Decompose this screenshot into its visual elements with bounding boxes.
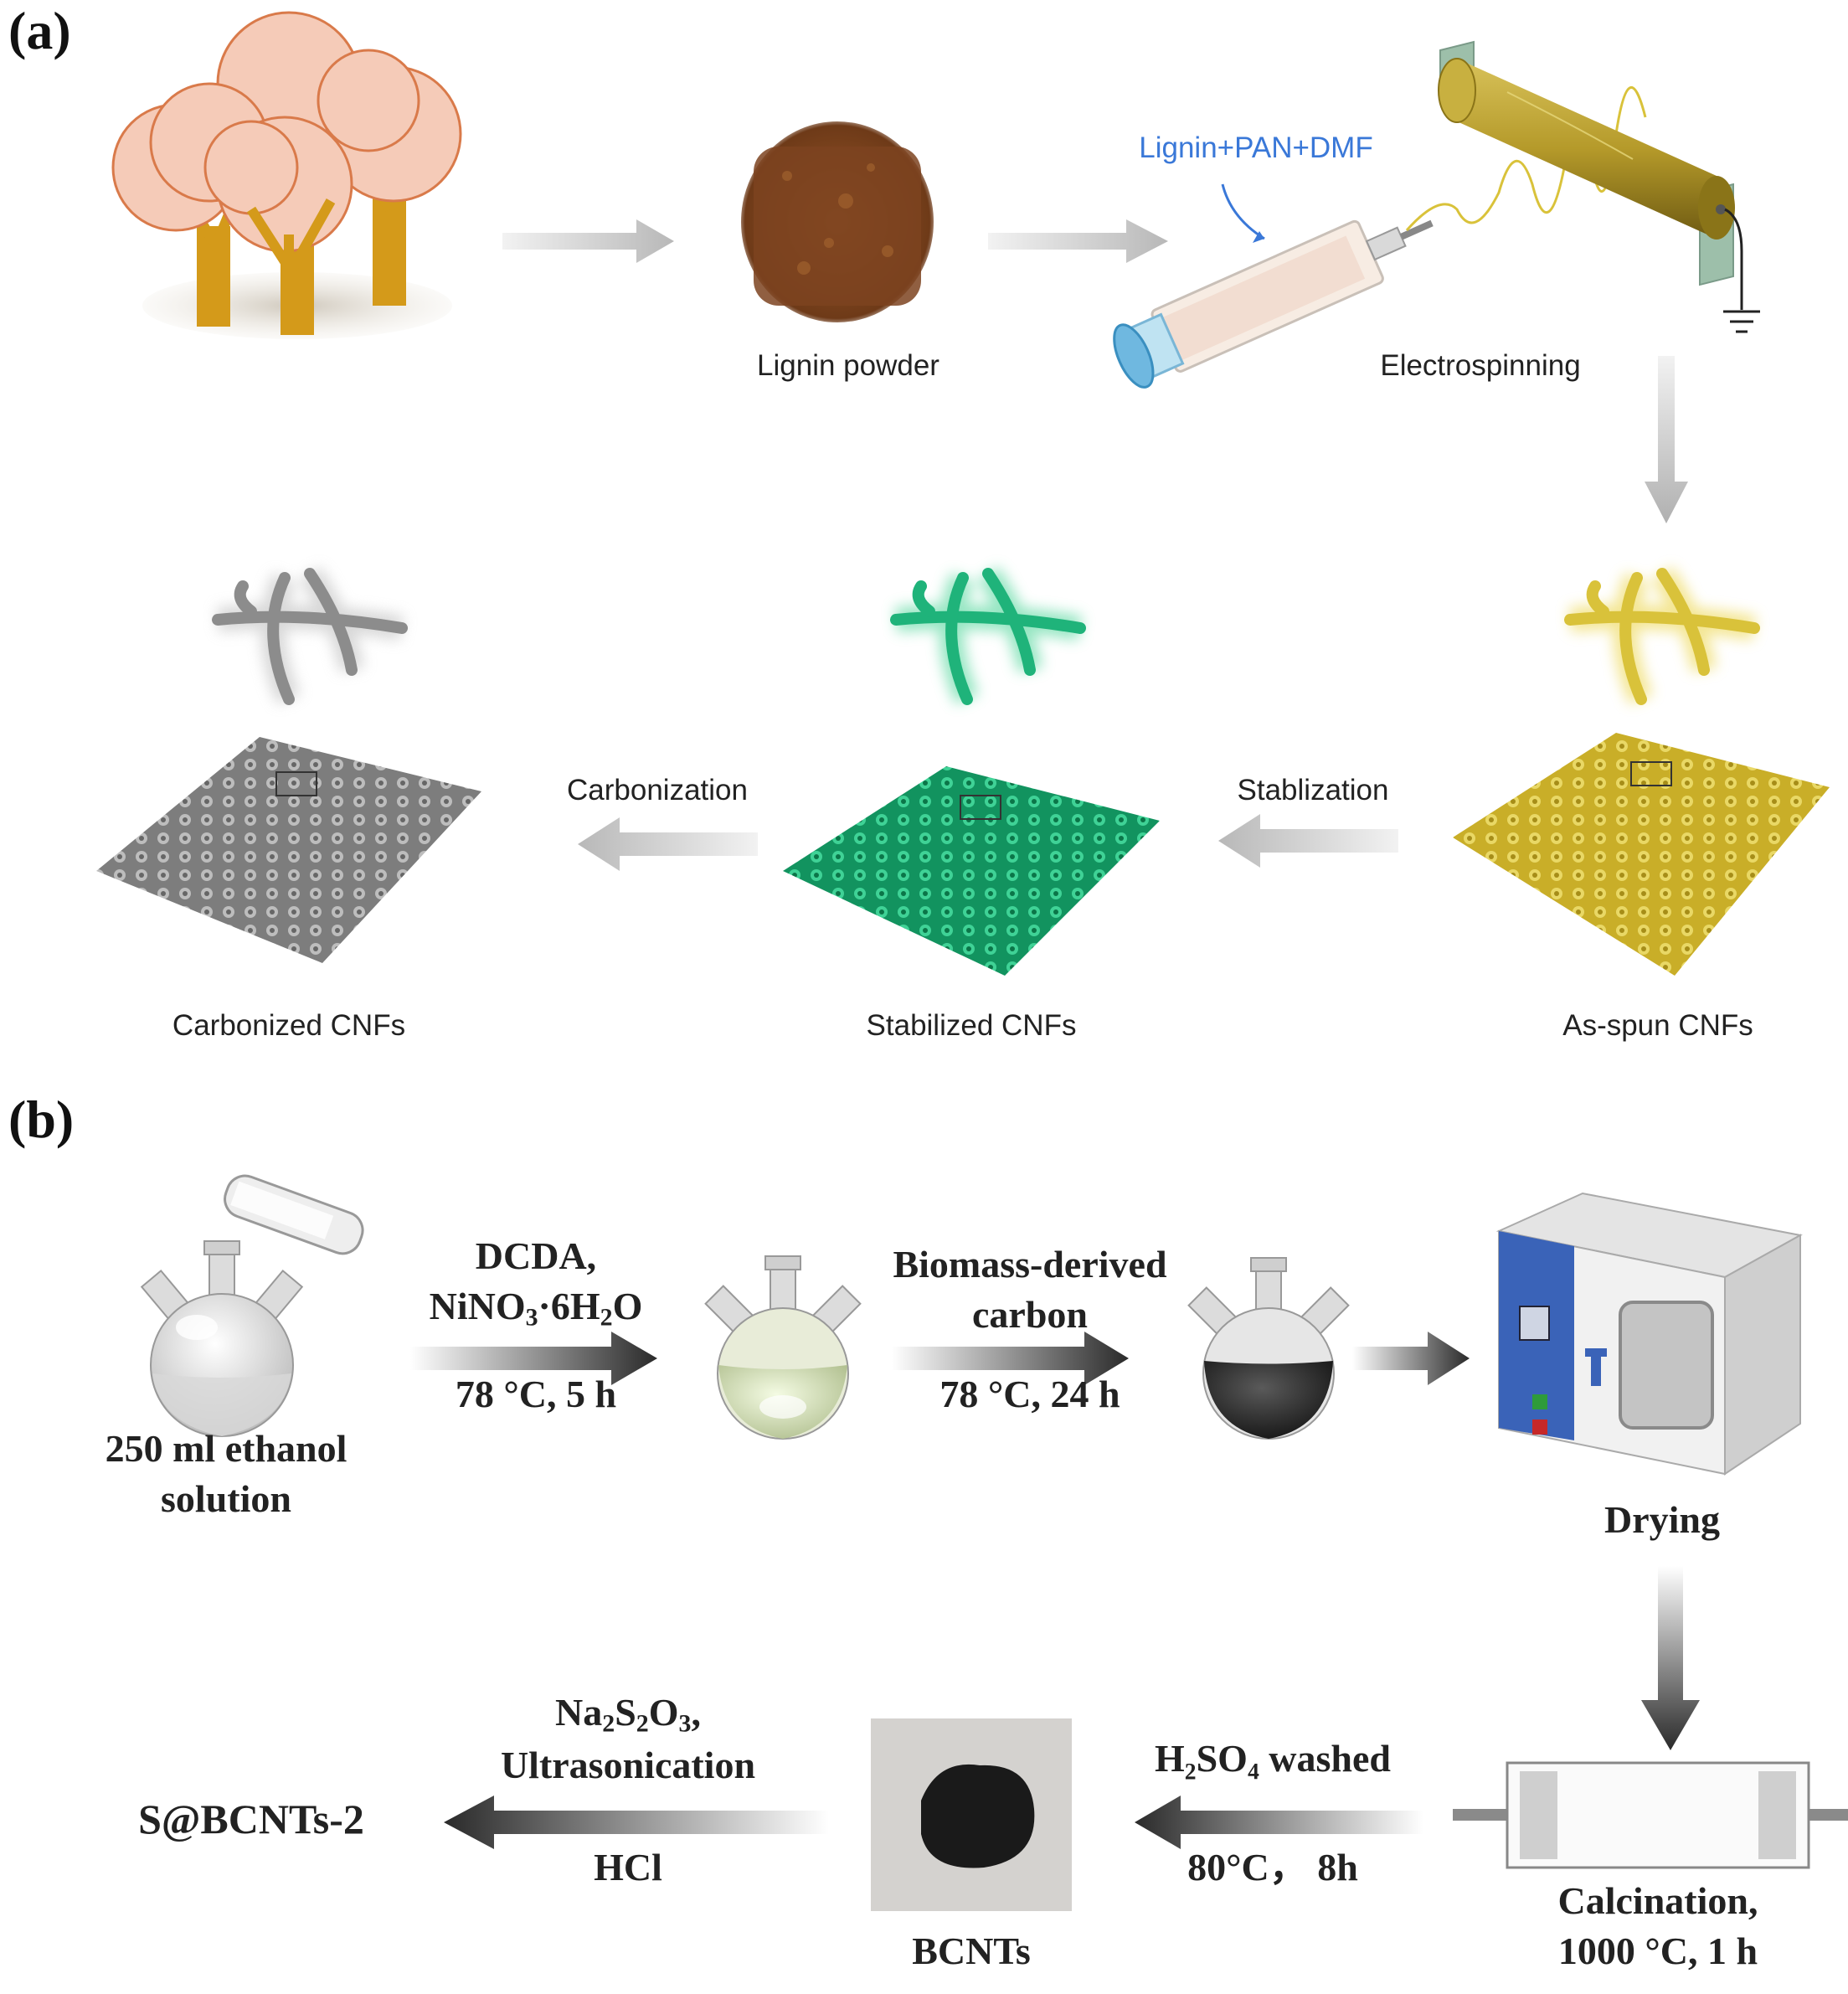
panel-b-letter: (b) xyxy=(8,1090,75,1149)
ethanol-solution-label: 250 ml ethanol solution xyxy=(105,1427,347,1520)
solution-label: Lignin+PAN+DMF xyxy=(1139,131,1372,164)
bcnts-photo xyxy=(871,1718,1072,1911)
arrow-a5 xyxy=(578,817,758,871)
collector-roller xyxy=(1438,40,1760,333)
wash-label: H₂SO₄ washed xyxy=(1155,1737,1391,1780)
step2-condition-label: 78 °C, 24 h xyxy=(939,1373,1120,1415)
solution-pointer-arrow xyxy=(1221,183,1265,240)
syringe-illustration xyxy=(1113,219,1434,389)
step1-reagent-label: DCDA, NiNO3·6H2O xyxy=(429,1234,643,1332)
drying-label: Drying xyxy=(1604,1498,1720,1541)
bcnts-label: BCNTs xyxy=(912,1930,1031,1972)
wash-condition-label: 80°C， 8h xyxy=(1187,1846,1358,1888)
carbonization-label: Carbonization xyxy=(567,774,748,806)
flask-ethanol xyxy=(140,1240,304,1437)
final-acid-label: HCl xyxy=(594,1846,662,1888)
arrow-b1 xyxy=(410,1332,657,1385)
lignin-powder-label: Lignin powder xyxy=(757,349,939,382)
stablization-label: Stablization xyxy=(1238,774,1389,806)
asspun-cnfs-label: As-spun CNFs xyxy=(1562,1009,1753,1042)
step2-reagent-label: Biomass-derived carbon xyxy=(893,1243,1167,1336)
panel-a: Lignin powder Lignin+PAN+DMF xyxy=(96,11,1830,1042)
arrow-b2 xyxy=(892,1332,1129,1385)
calcination-tube xyxy=(1453,1761,1848,1869)
product-label: S@BCNTs-2 xyxy=(138,1796,364,1842)
arrow-b4 xyxy=(1641,1566,1700,1750)
carbonized-cnfs-label: Carbonized CNFs xyxy=(172,1009,405,1042)
calcination-label: Calcination, 1000 °C, 1 h xyxy=(1557,1879,1758,1972)
flask-black xyxy=(1187,1257,1350,1440)
final-reagent-label: Na2S2O3, Ultrasonication xyxy=(500,1691,756,1787)
stabilized-mesh xyxy=(783,766,1160,976)
arrow-b3 xyxy=(1352,1332,1470,1385)
arrow-b5 xyxy=(1135,1796,1423,1849)
arrow-a2 xyxy=(988,219,1168,263)
carbonized-mesh xyxy=(96,737,481,963)
trees-illustration xyxy=(111,11,462,339)
asspun-fiber-icon xyxy=(1564,566,1760,705)
arrow-a4 xyxy=(1218,814,1398,868)
panel-b: Drying xyxy=(140,1174,1848,1911)
arrow-a3 xyxy=(1645,356,1688,523)
lignin-powder-image xyxy=(741,121,934,322)
flask-green xyxy=(704,1255,862,1440)
electrospinning-label: Electrospinning xyxy=(1380,349,1580,382)
stabilized-cnfs-label: Stabilized CNFs xyxy=(867,1009,1077,1042)
asspun-mesh xyxy=(1453,733,1830,976)
arrow-b6 xyxy=(444,1796,829,1849)
step1-condition-label: 78 °C, 5 h xyxy=(455,1373,617,1415)
carbonized-fiber-icon xyxy=(212,566,408,705)
test-tube-illustration xyxy=(224,1174,364,1255)
drying-oven xyxy=(1495,1192,1803,1476)
stabilized-fiber-icon xyxy=(890,566,1086,705)
panel-a-letter: (a) xyxy=(8,1,71,60)
arrow-a1 xyxy=(502,219,674,263)
